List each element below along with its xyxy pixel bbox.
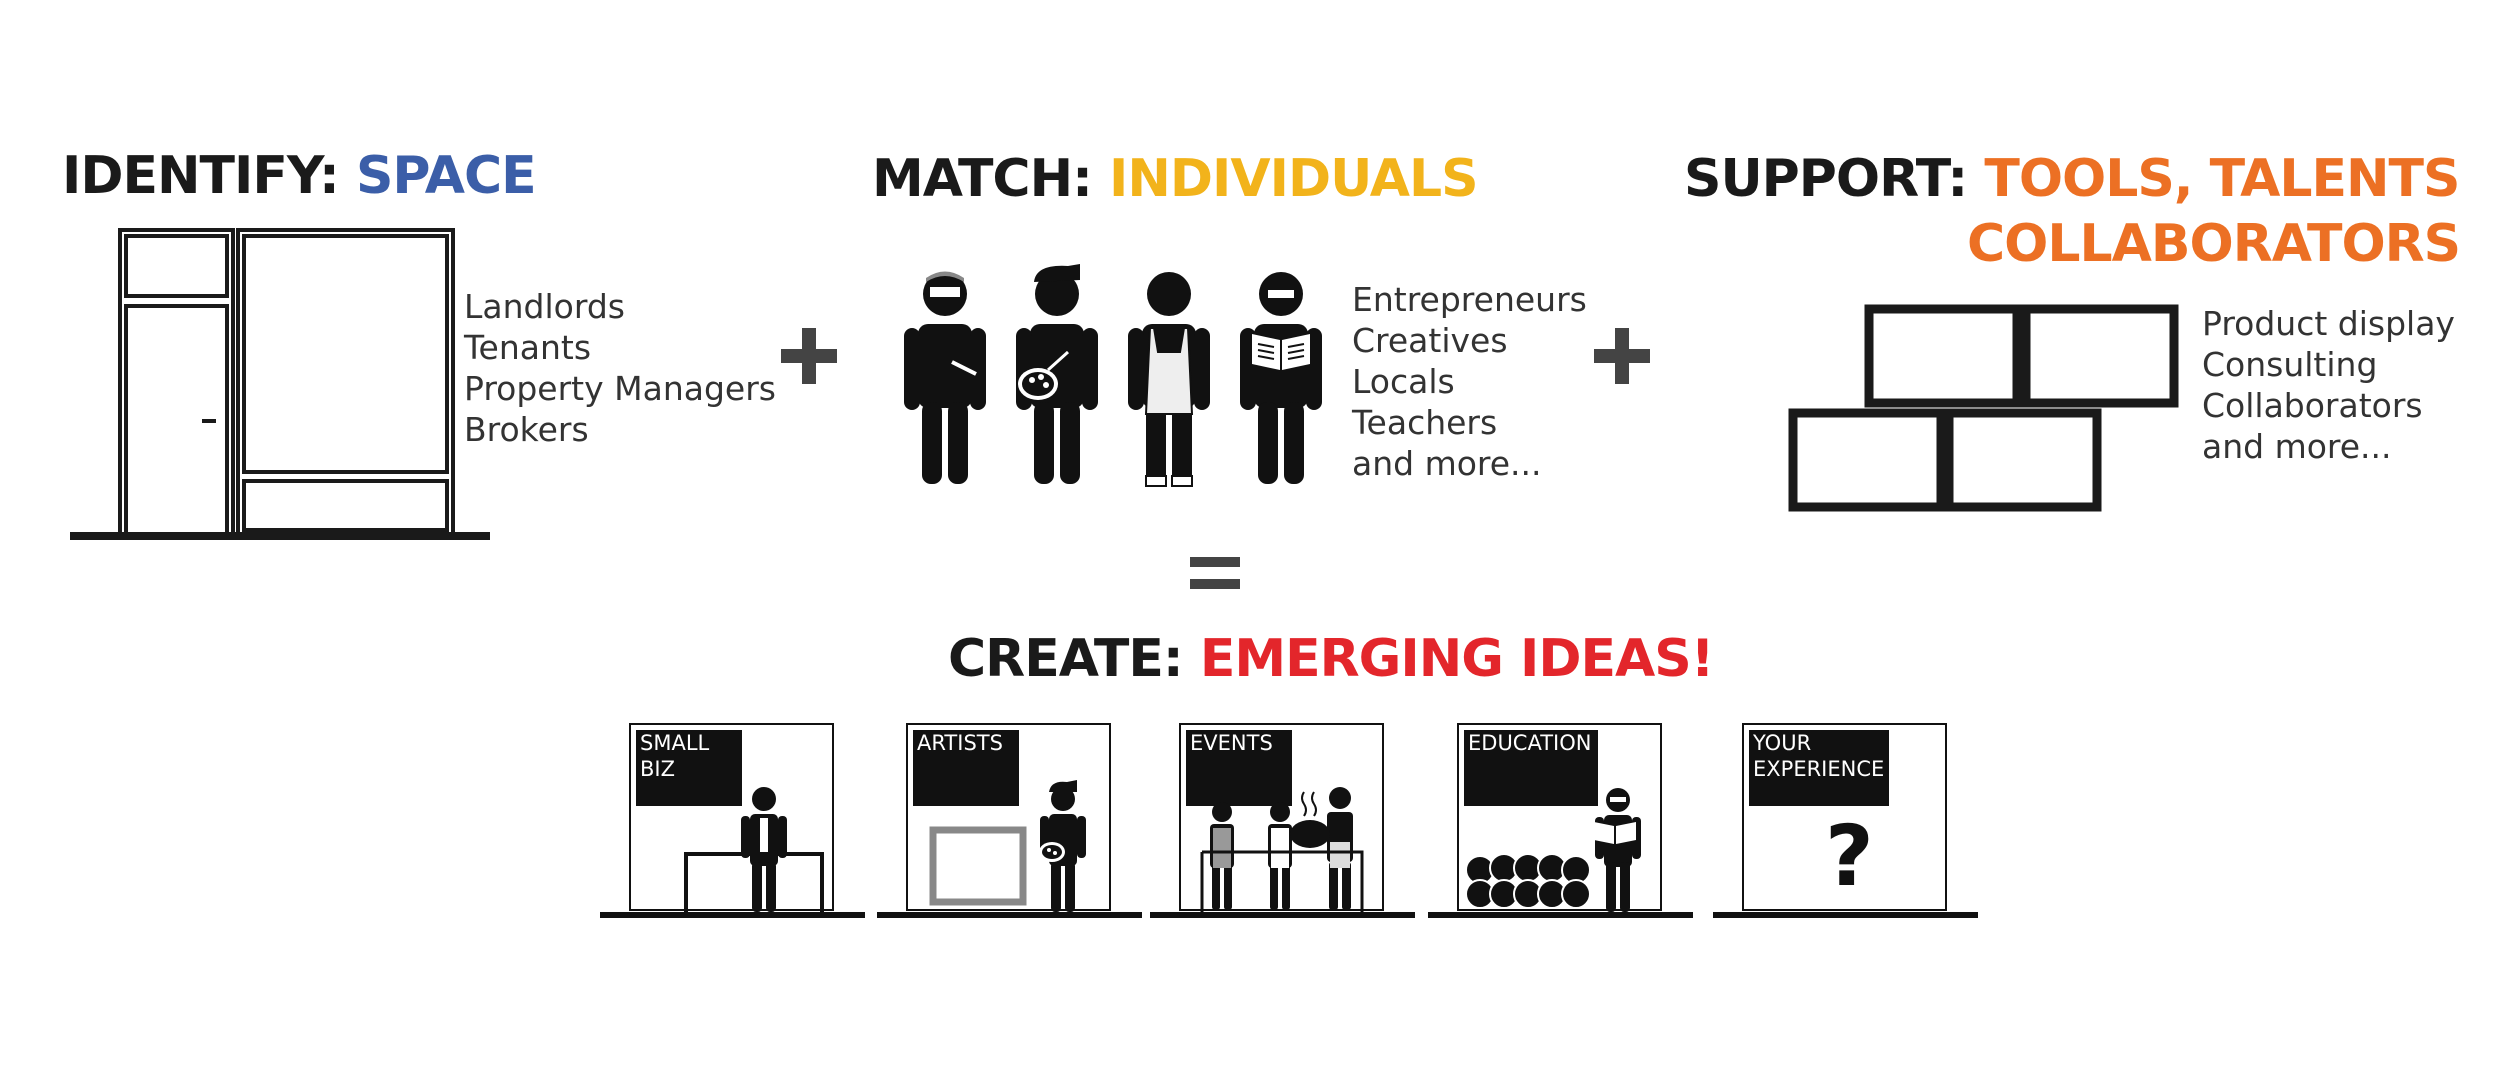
identify-item: Tenants bbox=[464, 328, 592, 367]
identify-list: Landlords Tenants Property Managers Brok… bbox=[464, 286, 776, 450]
support-item: and more... bbox=[2202, 427, 2392, 466]
panel-frame bbox=[1713, 723, 1978, 918]
create-highlight: EMERGING IDEAS! bbox=[1199, 629, 1715, 689]
panel-label: YOUR EXPERIENCE bbox=[1753, 731, 1885, 781]
match-item: Locals bbox=[1352, 362, 1455, 401]
support-item: Product display bbox=[2202, 304, 2455, 343]
identify-item: Brokers bbox=[464, 410, 589, 449]
identify-item: Property Managers bbox=[464, 369, 776, 408]
people-group-icon bbox=[904, 264, 1322, 487]
support-item: Collaborators bbox=[2202, 386, 2423, 425]
panel-frame bbox=[877, 723, 1142, 918]
plus-icon bbox=[1594, 328, 1650, 384]
panel-label: ARTISTS bbox=[917, 731, 1003, 755]
person-artist-icon bbox=[1016, 264, 1098, 484]
match-highlight: INDIVIDUALS bbox=[1109, 149, 1479, 209]
painter-icon bbox=[929, 780, 1086, 912]
identify-heading: IDENTIFY: SPACE bbox=[62, 150, 537, 202]
storefront-icon bbox=[70, 228, 490, 540]
panel-frame bbox=[1150, 723, 1415, 918]
person-welder-icon bbox=[904, 271, 986, 484]
identify-item: Landlords bbox=[464, 287, 625, 326]
question-mark-icon: ? bbox=[1825, 807, 1874, 905]
panel-frame bbox=[600, 723, 865, 918]
match-item: Entrepreneurs bbox=[1352, 280, 1587, 319]
match-item: and more... bbox=[1352, 444, 1542, 483]
support-heading: SUPPORT: TOOLS, TALENTS bbox=[1684, 153, 2460, 205]
person-local-icon bbox=[1128, 272, 1210, 487]
equals-icon bbox=[1190, 557, 1240, 589]
identify-keyword: IDENTIFY: bbox=[62, 146, 340, 206]
stacked-frames-icon bbox=[1788, 304, 2179, 512]
match-item: Creatives bbox=[1352, 321, 1508, 360]
support-highlight-line1: TOOLS, TALENTS bbox=[1984, 149, 2460, 209]
panel-label: EVENTS bbox=[1190, 731, 1273, 755]
create-heading: CREATE: EMERGING IDEAS! bbox=[948, 633, 1714, 685]
panel-events: EVENTS bbox=[1150, 722, 1415, 920]
panel-small-biz: SMALL BIZ bbox=[600, 722, 865, 920]
identify-highlight: SPACE bbox=[355, 146, 537, 206]
match-keyword: MATCH: bbox=[872, 149, 1093, 209]
match-heading: MATCH: INDIVIDUALS bbox=[872, 153, 1479, 205]
panel-education: EDUCATION bbox=[1428, 722, 1693, 920]
panel-label: EDUCATION bbox=[1468, 731, 1592, 755]
classroom-icon bbox=[1465, 788, 1641, 912]
plus-icon bbox=[781, 328, 837, 384]
support-list: Product display Consulting Collaborators… bbox=[2202, 303, 2455, 467]
support-heading-line2: COLLABORATORS bbox=[1967, 218, 2461, 270]
panel-your-experience: ? YOUR EXPERIENCE bbox=[1713, 722, 1978, 920]
create-keyword: CREATE: bbox=[948, 629, 1184, 689]
match-list: Entrepreneurs Creatives Locals Teachers … bbox=[1352, 279, 1587, 484]
panel-label: SMALL BIZ bbox=[640, 731, 710, 781]
panel-frame bbox=[1428, 723, 1693, 918]
support-keyword: SUPPORT: bbox=[1684, 149, 1968, 209]
shopkeeper-icon bbox=[684, 787, 824, 912]
event-crowd-icon bbox=[1200, 787, 1364, 912]
match-item: Teachers bbox=[1352, 403, 1498, 442]
support-highlight-line2: COLLABORATORS bbox=[1967, 214, 2461, 274]
person-teacher-icon bbox=[1240, 272, 1322, 484]
support-item: Consulting bbox=[2202, 345, 2378, 384]
panel-artists: ARTISTS bbox=[877, 722, 1142, 920]
